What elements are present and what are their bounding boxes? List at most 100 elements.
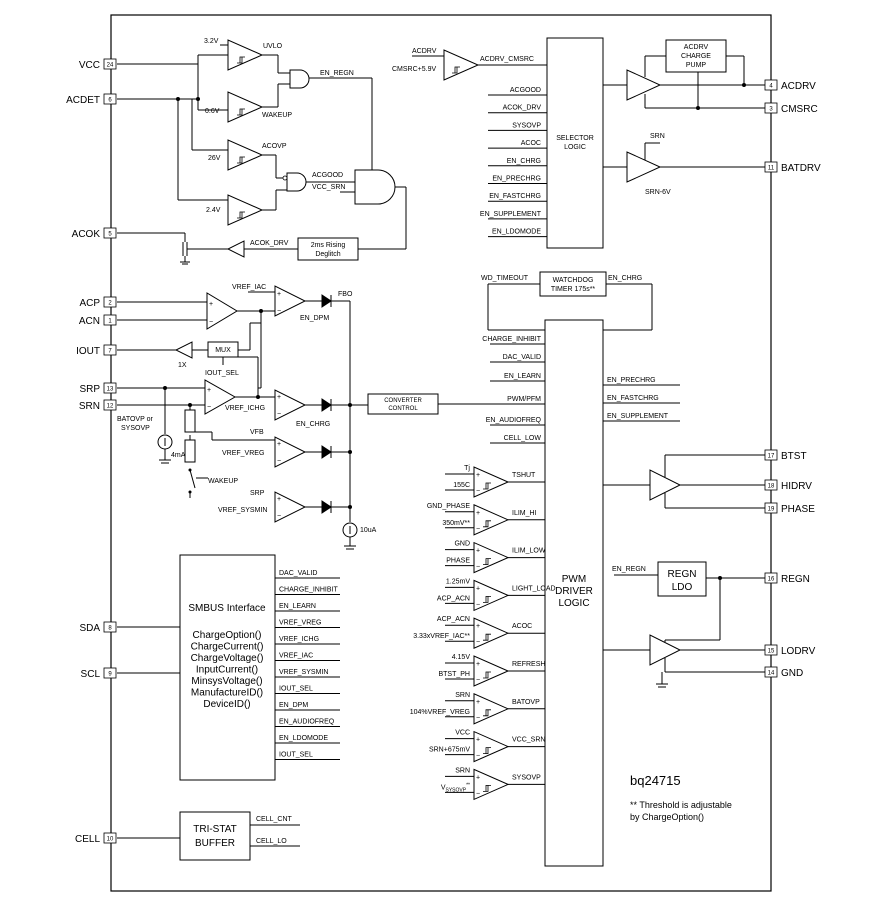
pin-box <box>103 344 117 356</box>
vcc-srn-label: VCC_SRN <box>312 184 345 191</box>
pwm-input-en-learn: EN_LEARN <box>504 373 541 380</box>
pin-number: 11 <box>768 166 775 172</box>
comparator-minus: − <box>476 639 480 646</box>
comparator-minus: − <box>476 677 480 684</box>
comparator-in2: 104%VREF_VREG <box>410 709 470 716</box>
in2-main: V <box>441 784 446 791</box>
pin-label: LODRV <box>781 646 816 657</box>
ref-uvlo: 3.2V <box>204 38 219 45</box>
gain-label: 1X <box>178 362 187 369</box>
batdrv-srn: SRN <box>650 133 665 140</box>
cell-lo: CELL_LO <box>256 838 287 845</box>
svg-text:+: + <box>207 387 211 394</box>
fbo-label: FBO <box>338 291 353 298</box>
pwm-input-en-audiofreq: EN_AUDIOFREQ <box>486 417 542 424</box>
comparator-minus: − <box>476 790 480 797</box>
comparator-in1: SRN <box>455 767 470 774</box>
wd-title-1: WATCHDOG <box>553 277 594 284</box>
wakeup-sw-label: WAKEUP <box>208 478 238 485</box>
comparator-symbol <box>473 541 510 574</box>
comparator-in2: PHASE <box>446 558 470 565</box>
comparator-in1: GND_PHASE <box>427 503 471 510</box>
pwm-title-3: LOGIC <box>558 598 589 609</box>
smbus-cmd-deviceid: DeviceID() <box>203 699 250 710</box>
comparator-minus: − <box>476 564 480 571</box>
comparator-symbol <box>473 579 510 612</box>
comparator-symbol <box>473 730 510 763</box>
pin-label: CMSRC <box>781 104 818 115</box>
en-regn-label: EN_REGN <box>320 70 354 77</box>
comparator-minus: − <box>476 601 480 608</box>
cell-cnt: CELL_CNT <box>256 816 293 823</box>
pin-number: 9 <box>108 672 112 678</box>
comparator-in2: 3.33xVREF_IAC** <box>413 633 470 640</box>
pwm-output-en-fastchrg: EN_FASTCHRG <box>607 395 659 402</box>
comparator-output-label: ACOC <box>512 623 532 630</box>
smbus-signal-en-dpm: EN_DPM <box>279 702 308 709</box>
comparator-plus: + <box>476 585 480 592</box>
pin-label: SRN <box>79 401 100 412</box>
pin-cell: CELL 10 <box>75 832 117 845</box>
ref-wakeup: 0.6V <box>205 108 220 115</box>
vref-iac-label: VREF_IAC <box>232 284 266 291</box>
pwm-input-charge-inhibit: CHARGE_INHIBIT <box>482 336 541 343</box>
smbus-cmd-chargeoption: ChargeOption() <box>193 630 262 641</box>
pin-number: 8 <box>108 626 112 632</box>
comparator-plus: + <box>476 472 480 479</box>
comparator-plus: + <box>476 661 480 668</box>
smbus-signal-charge-inhibit: CHARGE_INHIBIT <box>279 587 338 594</box>
srp-reg-label: SRP <box>250 490 265 497</box>
smbus-signal-en-ldomode: EN_LDOMODE <box>279 735 328 742</box>
pin-box <box>103 382 117 394</box>
iout-sel-label: IOUT_SEL <box>205 370 239 377</box>
tristate-title-1: TRI-STAT <box>193 824 237 835</box>
in2-sub: SYSOVP <box>446 787 467 793</box>
wd-out: EN_CHRG <box>608 275 642 282</box>
comparator-minus: − <box>476 526 480 533</box>
uvlo-section: 3.2V UVLO 0.6V WAKEUP EN_REGN 26V ACOVP … <box>117 38 407 265</box>
pin-number: 4 <box>769 84 773 90</box>
wd-title-2: TIMER 175s** <box>551 286 596 293</box>
regn-en: EN_REGN <box>612 566 646 573</box>
pin-label: VCC <box>79 60 100 71</box>
pin-number: 13 <box>107 387 114 393</box>
comparator-plus: + <box>476 774 480 781</box>
tristate-buffer: TRI-STAT BUFFER CELL_CNT CELL_LO <box>117 811 300 861</box>
acdrv-section: ACDRV CMSRC+5.9V ACDRV_CMSRC <box>392 48 547 81</box>
selector-input-sysovp: SYSOVP <box>512 122 541 129</box>
pin-number: 19 <box>768 507 775 513</box>
uvlo-label: UVLO <box>263 43 283 50</box>
vref-vreg-label: VREF_VREG <box>222 450 264 457</box>
smbus-signal-vref-ichg: VREF_ICHG <box>279 636 319 643</box>
pwm-title-2: DRIVER <box>555 586 593 597</box>
comparator-symbol <box>473 617 510 649</box>
pin-label: PHASE <box>781 504 815 515</box>
batovp-label-2: SYSOVP <box>121 425 150 432</box>
pin-label: CELL <box>75 834 100 845</box>
en-dpm-label: EN_DPM <box>300 315 329 322</box>
pin-number: 17 <box>768 454 775 460</box>
pin-label: ACN <box>79 316 100 327</box>
svg-text:−: − <box>277 458 281 465</box>
pwm-driver-logic: PWM DRIVER LOGIC CHARGE_INHIBITDAC_VALID… <box>410 319 680 867</box>
pwm-input-pwm-pfm: PWM/PFM <box>507 396 541 403</box>
isrc10-label: 10uA <box>360 527 377 534</box>
comparator-symbol <box>473 693 510 725</box>
comparator-output-label: SYSOVP <box>512 774 541 781</box>
pin-box <box>103 227 117 239</box>
vref-sysmin-label: VREF_SYSMIN <box>218 507 267 514</box>
pin-number: 10 <box>107 837 114 843</box>
comparator-symbol <box>473 466 510 498</box>
pwm-input-dac-valid: DAC_VALID <box>503 354 541 361</box>
pin-box <box>103 667 117 679</box>
smbus-signal-vref-iac: VREF_IAC <box>279 653 313 660</box>
comparator-in1: SRN <box>455 692 470 699</box>
